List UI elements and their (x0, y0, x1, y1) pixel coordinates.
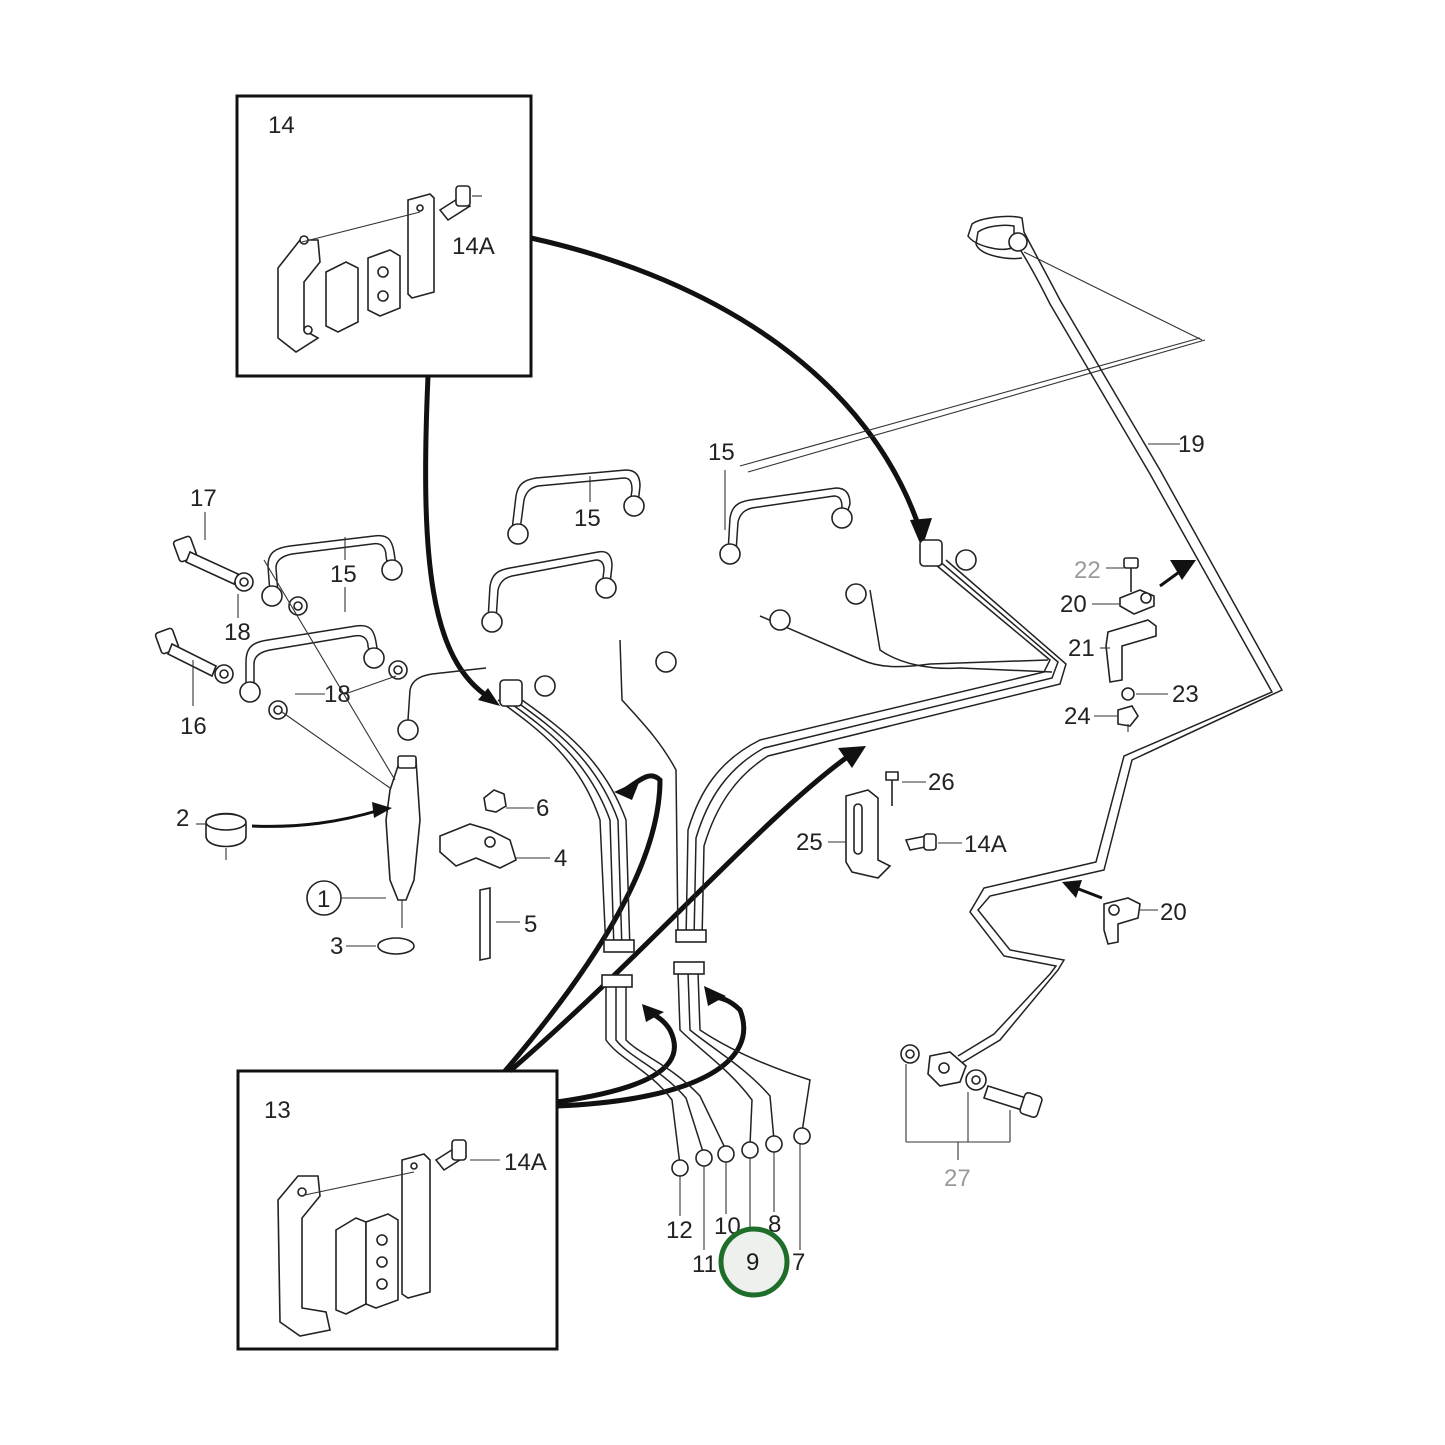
label-17: 17 (190, 485, 217, 512)
label-3: 3 (330, 933, 343, 960)
label-4: 4 (554, 845, 567, 872)
return-pipe-assembly (828, 215, 1284, 1160)
label-18-upper: 18 (224, 619, 251, 646)
label-20-upper: 20 (1060, 591, 1087, 618)
label-5: 5 (524, 911, 537, 938)
label-24: 24 (1064, 703, 1091, 730)
heavy-arrows (423, 235, 932, 1109)
label-11: 11 (692, 1251, 717, 1278)
label-7: 7 (792, 1249, 805, 1276)
label-23: 23 (1172, 681, 1199, 708)
label-15-middle: 15 (574, 505, 601, 532)
label-19: 19 (1178, 431, 1205, 458)
label-26: 26 (928, 769, 955, 796)
label-20-lower: 20 (1160, 899, 1187, 926)
detail-box-14: 14 14A (235, 94, 533, 378)
label-box13-14A: 14A (504, 1149, 547, 1176)
label-18-lower: 18 (324, 681, 351, 708)
label-21: 21 (1068, 635, 1095, 662)
label-12: 12 (666, 1217, 693, 1244)
left-bolts (154, 512, 408, 720)
label-14A: 14A (964, 831, 1007, 858)
injector-assembly (196, 559, 550, 961)
injector-pipes (239, 337, 1206, 703)
highlight-ring (718, 1226, 790, 1298)
part-labels: 15 15 15 17 18 18 16 19 22 20 21 23 24 2… (176, 431, 1205, 1278)
label-box14-14A: 14A (452, 233, 495, 260)
label-1: 1 (317, 886, 330, 913)
label-15-top: 15 (708, 439, 735, 466)
label-14: 14 (268, 112, 295, 139)
label-9: 9 (746, 1249, 759, 1276)
label-15-left: 15 (330, 561, 357, 588)
label-25: 25 (796, 829, 823, 856)
label-13: 13 (264, 1097, 291, 1124)
label-2: 2 (176, 805, 189, 832)
label-27: 27 (944, 1165, 971, 1192)
highlighted-callout-9[interactable]: 9 (718, 1226, 790, 1298)
label-16: 16 (180, 713, 207, 740)
pipe-bundle (397, 539, 1067, 1250)
label-6: 6 (536, 795, 549, 822)
callout-circle-1 (306, 880, 342, 916)
label-22: 22 (1074, 557, 1101, 584)
detail-box-13: 13 14A (236, 1069, 559, 1351)
